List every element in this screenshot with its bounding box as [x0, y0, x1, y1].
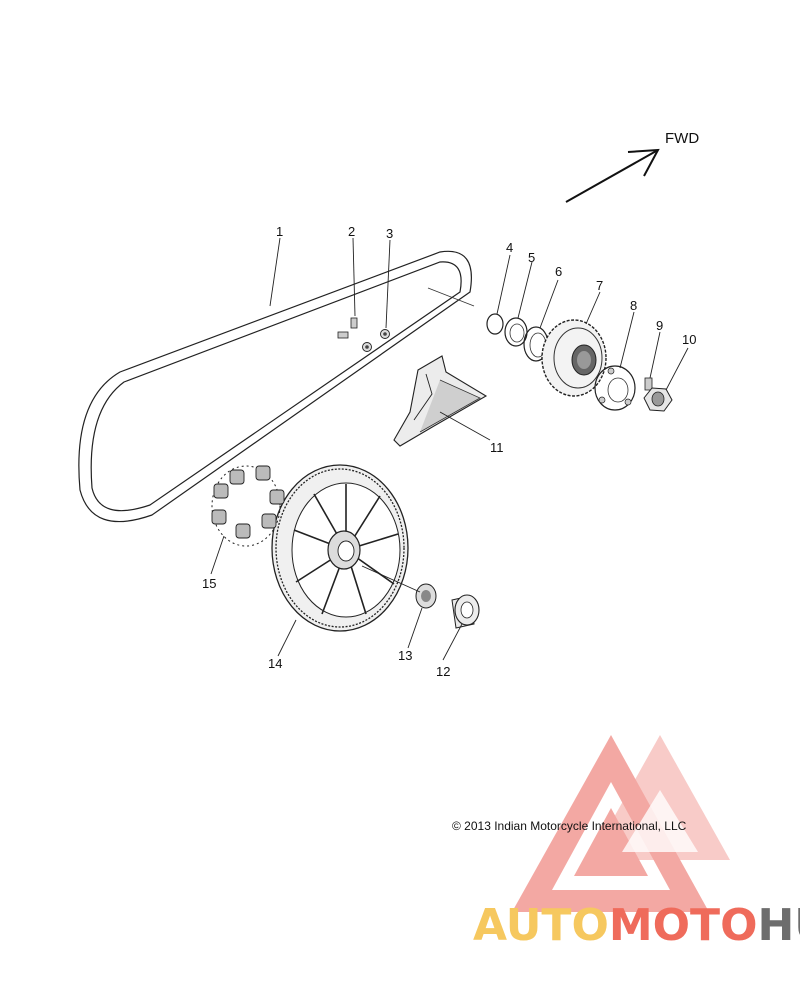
callout-10: 10: [682, 332, 696, 347]
callout-4: 4: [506, 240, 513, 255]
watermark-text: AUTOMOTOHUB: [473, 900, 800, 951]
cush-drive-damper: [211, 465, 285, 547]
watermark-logo: [512, 735, 730, 912]
callout-15: 15: [202, 576, 216, 591]
watermark-word-hub: HUB: [757, 900, 800, 951]
callout-7: 7: [596, 278, 603, 293]
callout-8: 8: [630, 298, 637, 313]
bolt-and-nut: [643, 377, 673, 412]
callout-11: 11: [490, 440, 504, 455]
callout-14: 14: [268, 656, 282, 671]
callout-3: 3: [386, 226, 393, 241]
watermark-word-moto: MOTO: [609, 900, 758, 951]
drive-belt: [78, 250, 475, 523]
callout-1: 1: [276, 224, 283, 239]
callout-6: 6: [555, 264, 562, 279]
copyright-text: © 2013 Indian Motorcycle International, …: [452, 819, 687, 833]
retainer-plate: [594, 365, 636, 411]
callout-12: 12: [436, 664, 450, 679]
front-sprocket: [541, 319, 607, 397]
rear-pulley: [271, 464, 409, 632]
callout-leaders: [210, 237, 689, 661]
watermark-word-auto: AUTO: [473, 900, 609, 951]
belt-guard: [393, 355, 488, 447]
callout-numbers: 1 2 3 4 5 6 7 8 9 10 11 12 13 14 15: [202, 224, 696, 679]
callout-9: 9: [656, 318, 663, 333]
callout-13: 13: [398, 648, 412, 663]
callout-5: 5: [528, 250, 535, 265]
fasteners: [337, 317, 390, 352]
callout-2: 2: [348, 224, 355, 239]
fwd-label: FWD: [665, 130, 699, 147]
spacer-rings: [486, 313, 549, 362]
wheel-bearing-and-spacer: [415, 583, 480, 629]
forward-arrow: [565, 148, 660, 203]
